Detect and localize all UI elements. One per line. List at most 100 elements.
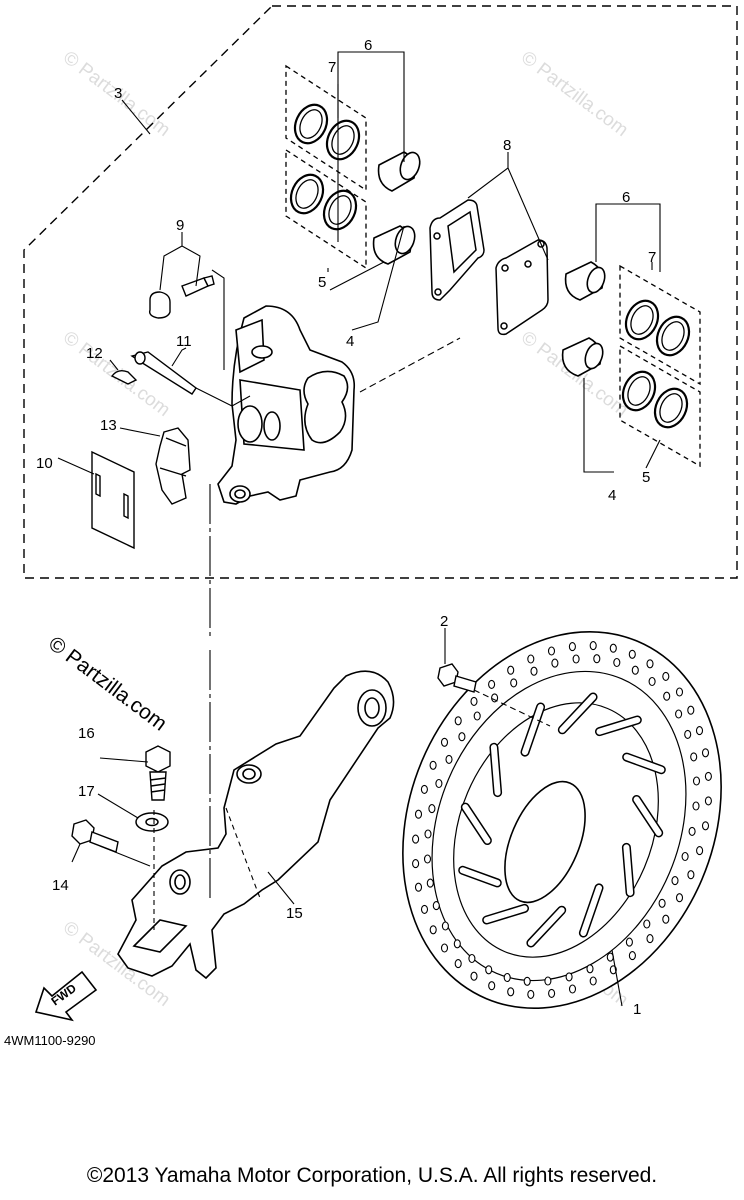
disc-hole (663, 691, 671, 701)
disc-hole (625, 937, 633, 947)
disc-hole (662, 914, 670, 924)
disc-slot (522, 704, 544, 756)
disc-hole (470, 696, 478, 706)
bracket-bolt (145, 745, 171, 801)
watermark-top-right: © Partzilla.com (517, 47, 632, 141)
disc-slot (459, 867, 501, 886)
caliper-bracket (117, 670, 395, 980)
washer (135, 812, 169, 832)
disc-hole (628, 951, 636, 961)
bleed-screw (148, 275, 215, 319)
callout-6-right: 6 (622, 189, 630, 206)
callout-8: 8 (503, 137, 511, 154)
disc-hole (568, 642, 576, 652)
disc-hole (589, 641, 597, 651)
disc-hole (432, 901, 440, 911)
callout-16: 16 (78, 725, 95, 742)
disc-hole (675, 893, 684, 903)
diagram-code: 4WM1100-9290 (4, 1033, 96, 1048)
disc-hole (704, 796, 712, 806)
disc-hole (485, 965, 493, 975)
disc-slot (633, 796, 662, 836)
leader-lines (57, 51, 661, 1007)
disc-hole (690, 752, 698, 762)
disc-hole (687, 705, 695, 715)
disc-hole (412, 834, 420, 844)
disc-hole (589, 976, 597, 986)
disc-hole (527, 989, 535, 999)
caliper-assembly-boundary (23, 5, 738, 579)
callout-5: 5 (318, 274, 326, 291)
callout-3: 3 (114, 85, 122, 102)
disc-hole (593, 654, 601, 664)
disc-hole (488, 679, 496, 689)
disc-hole (503, 972, 511, 983)
disc-hole (414, 809, 423, 819)
seal-kit-left (285, 64, 367, 270)
fwd-arrow-icon: FWD (34, 970, 98, 1022)
disc-slot (580, 884, 602, 936)
disc-hole (507, 665, 515, 675)
disc-hole (523, 976, 531, 986)
disc-hole (424, 829, 432, 839)
disc-hole (428, 804, 436, 814)
disc-hole (613, 657, 621, 668)
disc-hole (470, 971, 478, 981)
disc-hole (440, 943, 449, 953)
disc-hole (704, 771, 712, 781)
callout-7-right: 7 (648, 249, 656, 266)
disc-hole (586, 964, 594, 974)
disc-slot (527, 907, 565, 946)
disc-hole (412, 859, 420, 869)
disc-hole (695, 726, 704, 736)
disc-hole (662, 671, 670, 681)
callout-4-right: 4 (608, 487, 616, 504)
disc-hole (454, 716, 462, 726)
pad-spring (155, 427, 191, 505)
disc-slot (596, 717, 641, 735)
disc-hole (530, 666, 538, 676)
brake-caliper (217, 305, 356, 505)
disc-hole (423, 854, 432, 864)
disc-hole (671, 876, 679, 886)
callout-labels: 1 2 3 4 5 6 7 8 9 10 11 12 13 14 15 16 1… (36, 37, 656, 1018)
callout-12: 12 (86, 345, 103, 362)
callout-1: 1 (633, 1001, 641, 1018)
callout-14: 14 (52, 877, 69, 894)
disc-hole (643, 919, 651, 929)
disc-slot (623, 844, 634, 896)
disc-hole (527, 654, 535, 664)
disc-hole (420, 784, 428, 794)
disc-hole (468, 953, 476, 964)
disc-hole (473, 711, 481, 721)
disc-hole (688, 826, 696, 836)
disc-hole (684, 729, 692, 739)
disc-hole (568, 984, 577, 994)
callout-4: 4 (346, 333, 354, 350)
callout-10: 10 (36, 455, 53, 472)
disc-hole (414, 882, 423, 892)
disc-hole (609, 643, 617, 653)
disc-hole (696, 846, 704, 856)
callout-17: 17 (78, 783, 95, 800)
disc-slot (483, 905, 528, 923)
disc-hole (441, 921, 449, 931)
seal-kit-right (619, 264, 701, 468)
disc-hole (544, 976, 552, 986)
disc-slots (458, 692, 666, 948)
pistons-right (561, 261, 606, 377)
disc-hole (547, 646, 556, 656)
disc-hole (454, 959, 462, 969)
disc-hole (445, 754, 453, 764)
disc-hole (631, 665, 639, 675)
disc-hole (692, 776, 701, 786)
footer-copyright: ©2013 Yamaha Motor Corporation, U.S.A. A… (86, 1164, 658, 1187)
disc-hole (453, 939, 461, 949)
disc-hole (426, 878, 434, 888)
disc-slot (623, 754, 665, 773)
disc-hole (440, 737, 449, 747)
disc-hole (420, 904, 429, 914)
callout-6: 6 (364, 37, 372, 54)
disc-hole (658, 898, 666, 908)
